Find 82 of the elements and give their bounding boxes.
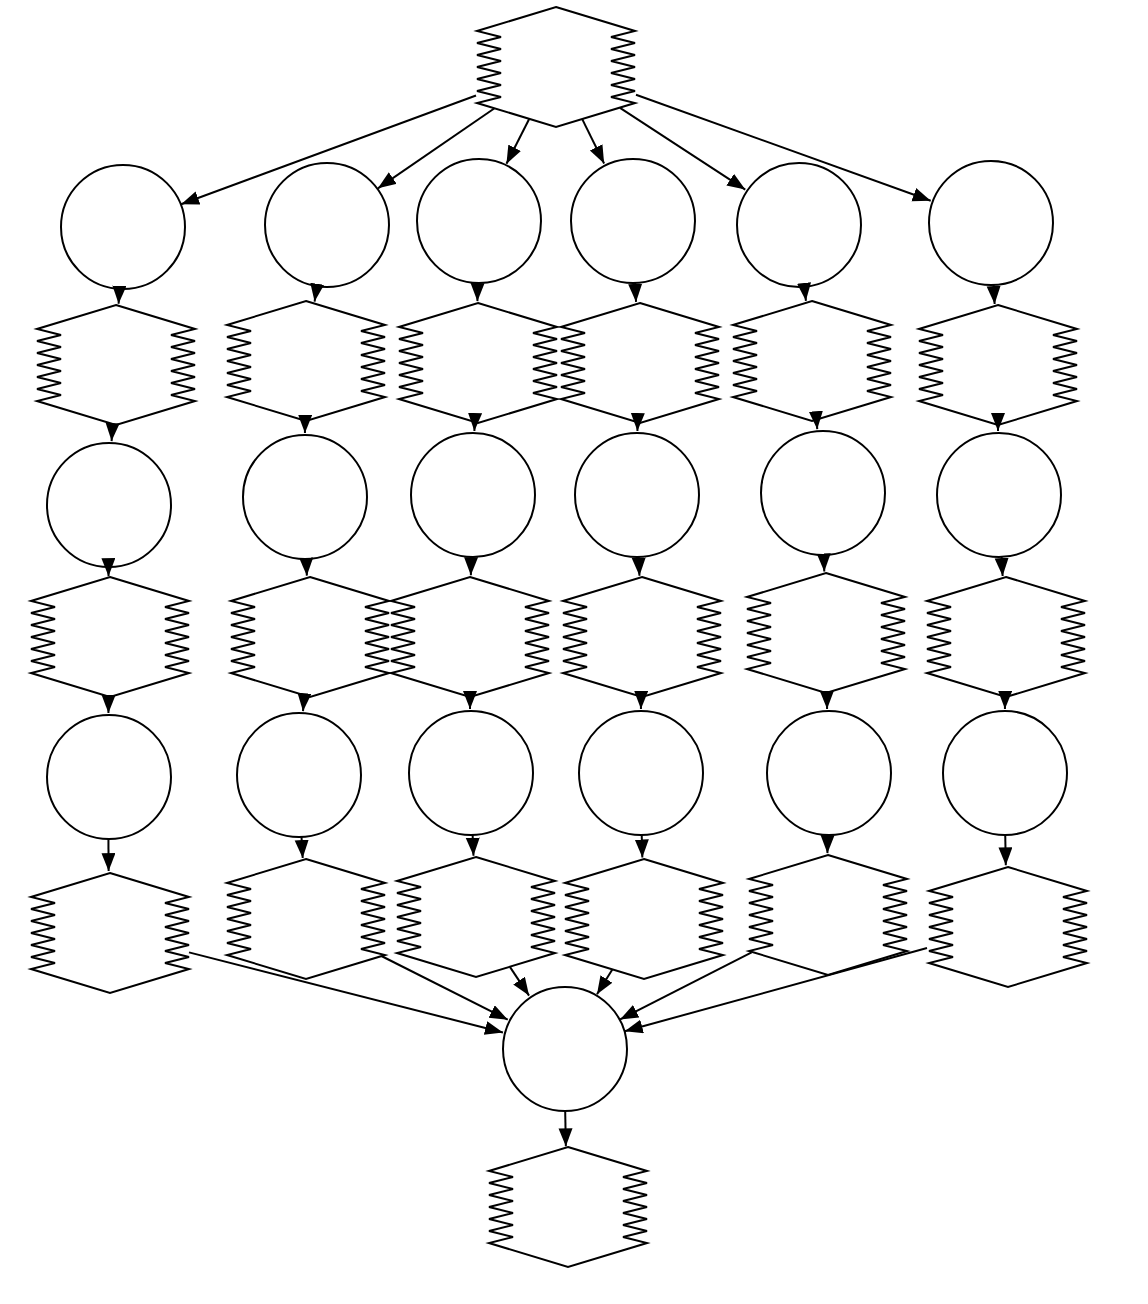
- arrow: [180, 94, 477, 206]
- circle-node: [501, 985, 627, 1111]
- arrow: [558, 1110, 573, 1148]
- arrow: [635, 93, 932, 202]
- arrow: [986, 283, 1001, 305]
- arrow: [380, 955, 509, 1021]
- circle-node: [241, 433, 367, 559]
- zigzag-hexagon-node: [732, 299, 892, 421]
- zigzag-hexagon-node: [487, 1146, 647, 1268]
- zigzag-hexagon-node: [390, 575, 550, 697]
- zigzag-hexagon-node: [29, 871, 189, 993]
- circle-node: [59, 163, 185, 289]
- zigzag-hexagon-node: [559, 301, 719, 423]
- arrow: [470, 282, 485, 303]
- arrow: [465, 833, 480, 857]
- circle-node: [735, 161, 861, 287]
- zigzag-hexagon-node: [226, 299, 386, 421]
- arrow: [998, 690, 1013, 710]
- arrow: [628, 281, 643, 303]
- arrow: [112, 285, 127, 305]
- arrow: [188, 951, 504, 1035]
- arrow: [463, 691, 477, 710]
- zigzag-hexagon-node: [396, 855, 556, 977]
- arrow: [101, 558, 116, 578]
- arrow: [464, 556, 479, 577]
- arrow: [998, 834, 1013, 867]
- arrow: [297, 692, 312, 713]
- arrow: [310, 282, 325, 303]
- arrow: [619, 951, 753, 1021]
- arrow: [797, 282, 812, 302]
- arrow: [505, 117, 531, 165]
- zigzag-hexagon-node: [562, 575, 722, 697]
- arrow: [298, 414, 313, 434]
- arrow: [508, 965, 531, 997]
- circle-node: [235, 711, 361, 837]
- zigzag-hexagon-node: [226, 857, 386, 979]
- arrow: [468, 412, 483, 433]
- zigzag-hexagon-node: [926, 575, 1086, 697]
- arrow: [634, 834, 649, 859]
- arrow: [630, 412, 645, 432]
- zigzag-hexagon-node: [476, 5, 636, 127]
- circle-node: [927, 159, 1053, 285]
- arrow: [634, 690, 649, 710]
- zigzag-hexagon-node: [927, 865, 1087, 987]
- zigzag-hexagon-node: [746, 571, 906, 693]
- circle-node: [45, 441, 171, 567]
- circle-node: [409, 431, 535, 557]
- zigzag-hexagon-node: [29, 576, 189, 698]
- zigzag-hexagon-node: [229, 575, 389, 697]
- arrow: [105, 422, 120, 443]
- arrow: [623, 947, 928, 1034]
- arrow: [299, 557, 314, 577]
- arrow: [820, 834, 835, 855]
- arrow: [619, 106, 747, 191]
- arrow: [631, 555, 646, 577]
- zigzag-hexagon-node: [918, 303, 1078, 425]
- circle-node: [935, 431, 1061, 557]
- circle-node: [407, 709, 533, 835]
- arrow: [294, 835, 309, 859]
- arrow: [596, 968, 614, 996]
- arrow: [819, 690, 834, 710]
- circle-node: [45, 713, 171, 839]
- circle-node: [573, 431, 699, 557]
- zigzag-hexagon-node: [397, 301, 557, 423]
- arrow: [101, 694, 116, 714]
- arrow: [808, 410, 823, 431]
- arrow: [991, 413, 1005, 432]
- arrow: [994, 555, 1009, 577]
- zigzag-hexagon-node: [747, 853, 907, 975]
- circle-node: [415, 157, 541, 283]
- circle-node: [765, 709, 891, 835]
- arrow: [376, 107, 496, 190]
- arrow: [816, 553, 831, 573]
- arrow: [101, 838, 116, 873]
- zigzag-hexagon-node: [564, 857, 724, 979]
- circle-node: [263, 161, 389, 287]
- arrow: [581, 118, 606, 165]
- zigzag-hexagon-node: [36, 303, 196, 425]
- circle-node: [569, 157, 695, 283]
- circle-node: [941, 709, 1067, 835]
- circle-node: [759, 429, 885, 555]
- circle-node: [577, 709, 703, 835]
